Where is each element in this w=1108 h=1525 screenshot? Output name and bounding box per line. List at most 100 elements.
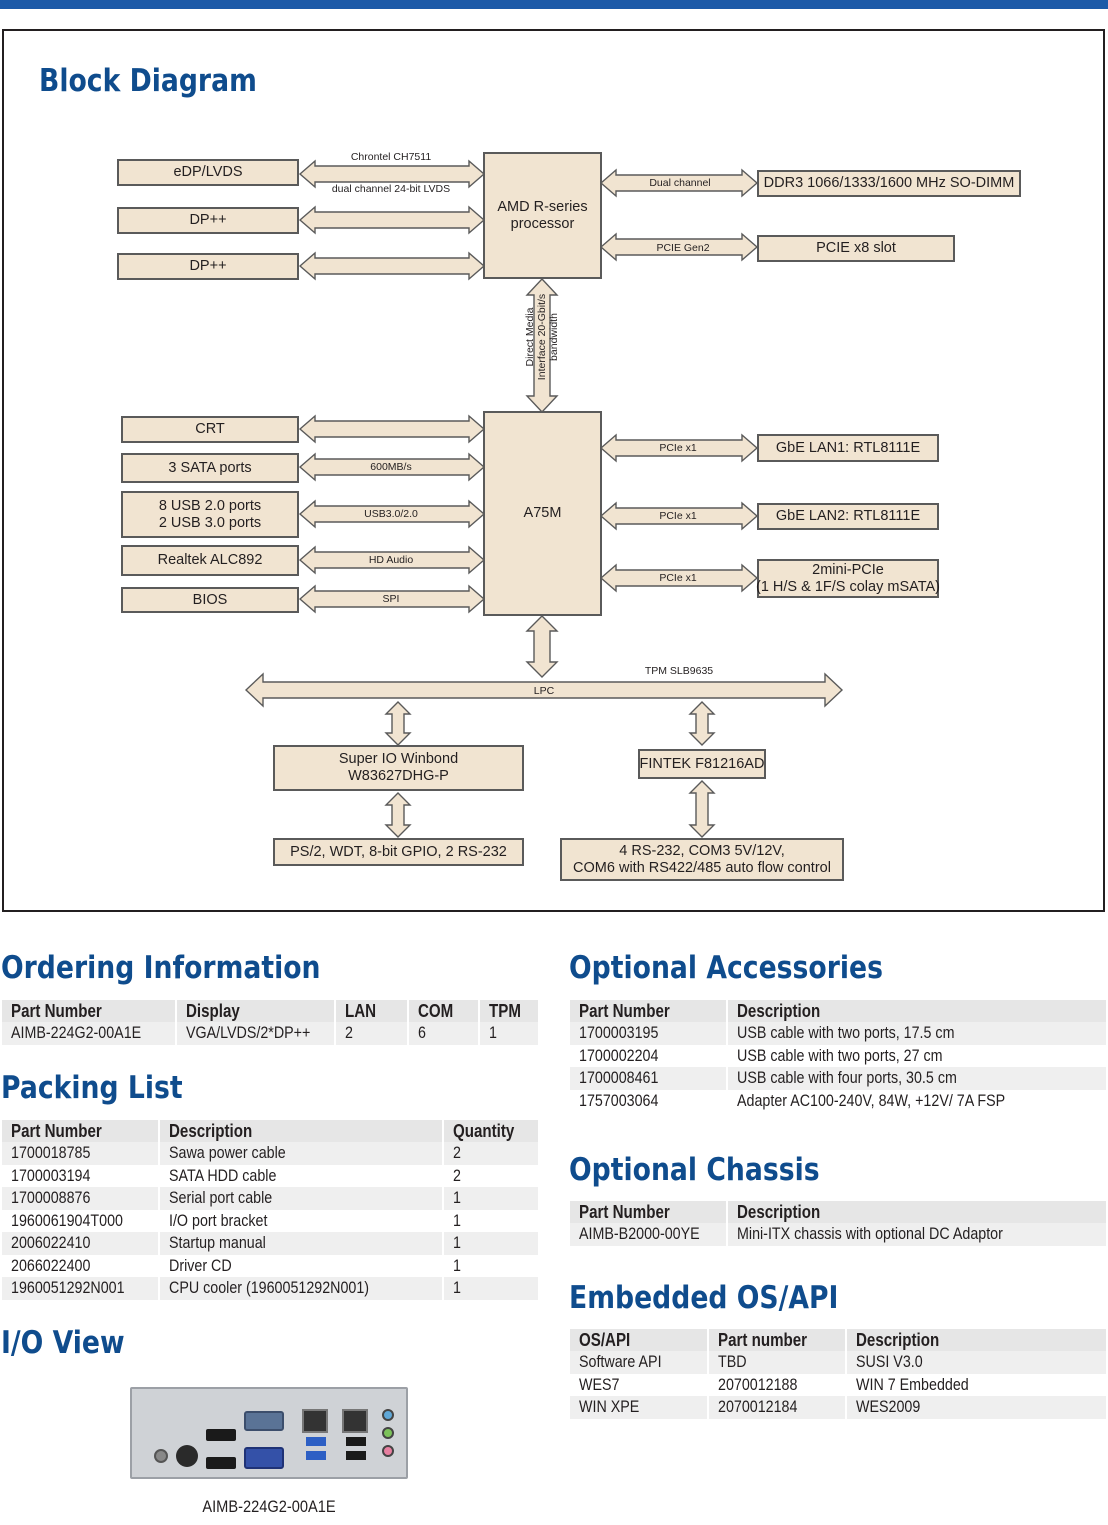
- arrow-lpc-bus: [244, 672, 844, 708]
- ordering-title: Ordering Information: [1, 950, 321, 986]
- block-dp-1: DP++: [117, 207, 299, 234]
- block-diagram-title: Block Diagram: [39, 63, 257, 99]
- label-dual-channel: Dual channel: [649, 177, 711, 189]
- packing-header-row: Part Number Description Quantity: [2, 1120, 538, 1142]
- arrow-chipset-lpc: [525, 615, 559, 678]
- block-pcie-slot: PCIE x8 slot: [757, 235, 955, 262]
- io-view-title: I/O View: [1, 1325, 125, 1361]
- label-lpc: LPC: [533, 685, 555, 697]
- vga-port-icon: [244, 1447, 284, 1469]
- cpu-subtitle: processor: [510, 215, 575, 232]
- chassis-title: Optional Chassis: [569, 1152, 820, 1188]
- usb-line-1: 8 USB 2.0 ports: [158, 497, 262, 514]
- lan-port-icon: [342, 1409, 368, 1433]
- label-pcie-gen2: PCIE Gen2: [656, 242, 710, 254]
- ordering-header-row: Part Number Display LAN COM TPM: [2, 1000, 538, 1022]
- minipcie-line-1: 2mini-PCIe: [812, 561, 884, 578]
- os-api-header-part: Part number: [707, 1329, 846, 1351]
- block-dp-2: DP++: [117, 253, 299, 280]
- block-diagram-frame: [2, 29, 1105, 912]
- label-pcie-x1-minipcie: PCIe x1: [659, 572, 697, 584]
- io-view-caption: AIMB-224G2-00A1E: [202, 1497, 336, 1516]
- block-lan1: GbE LAN1: RTL8111E: [757, 434, 939, 462]
- audio-line-out-icon: [382, 1427, 394, 1439]
- block-edp-lvds: eDP/LVDS: [117, 159, 299, 186]
- audio-line-in-icon: [382, 1409, 394, 1421]
- packing-header-description: Description: [158, 1120, 443, 1142]
- dmi-line-2: Interface 20-Gbit/s: [536, 293, 548, 381]
- packing-title: Packing List: [1, 1070, 183, 1106]
- label-spi: SPI: [382, 593, 400, 605]
- label-pcie-x1-lan2: PCIe x1: [659, 510, 697, 522]
- chassis-header-row: Part Number Description: [570, 1201, 1106, 1223]
- superio-line-2: W83627DHG-P: [348, 768, 449, 784]
- accessories-header-row: Part Number Description: [570, 1000, 1106, 1022]
- block-ddr3: DDR3 1066/1333/1600 MHz SO-DIMM: [757, 170, 1021, 197]
- ordering-header-tpm: TPM: [478, 1000, 538, 1022]
- label-lvds: dual channel 24-bit LVDS: [331, 183, 451, 195]
- superio-line-1: Super IO Winbond: [338, 751, 459, 767]
- dp-port-icon: [206, 1429, 236, 1441]
- top-accent-bar: [0, 0, 1108, 9]
- chassis-header-description: Description: [726, 1201, 1106, 1223]
- block-superio: Super IO Winbond W83627DHG-P: [273, 745, 524, 791]
- audio-mic-icon: [382, 1445, 394, 1457]
- usb2-port-icon: [346, 1437, 366, 1446]
- label-sata-speed: 600MB/s: [370, 461, 412, 473]
- dp-port-icon: [206, 1457, 236, 1469]
- label-pcie-x1-lan1: PCIe x1: [659, 442, 697, 454]
- os-api-header-os: OS/API: [570, 1329, 708, 1351]
- usb3-port-icon: [306, 1437, 326, 1446]
- block-lan2: GbE LAN2: RTL8111E: [757, 503, 939, 530]
- dc-jack-icon: [154, 1449, 168, 1463]
- arrow-crt: [298, 414, 486, 444]
- block-rs232: 4 RS-232, COM3 5V/12V, COM6 with RS422/4…: [560, 838, 844, 881]
- packing-table: Part Number Description Quantity 1700018…: [2, 1120, 538, 1300]
- arrow-superio-ps2: [384, 792, 412, 838]
- label-chrontel: Chrontel CH7511: [350, 151, 432, 163]
- ps2-port-icon: [176, 1445, 198, 1467]
- accessories-title: Optional Accessories: [569, 950, 883, 986]
- table-row: AIMB-224G2-00A1E VGA/LVDS/2*DP++ 2 6 1: [2, 1022, 538, 1045]
- ordering-header-display: Display: [174, 1000, 336, 1022]
- arrow-fintek-rs232: [688, 780, 716, 838]
- minipcie-line-2: (1 H/S & 1F/S colay mSATA): [756, 578, 940, 595]
- ordering-header-lan: LAN: [334, 1000, 409, 1022]
- dmi-line-1: Direct Media: [524, 307, 536, 367]
- os-api-header-description: Description: [845, 1329, 1106, 1351]
- accessories-header-part: Part Number: [570, 1000, 727, 1022]
- accessories-header-description: Description: [726, 1000, 1106, 1022]
- rs232-line-1: 4 RS-232, COM3 5V/12V,: [619, 842, 785, 859]
- block-minipcie: 2mini-PCIe (1 H/S & 1F/S colay mSATA): [756, 559, 940, 598]
- os-api-header-row: OS/API Part number Description: [570, 1329, 1106, 1351]
- ordering-header-part: Part Number: [2, 1000, 176, 1022]
- arrow-lpc-superio: [384, 701, 412, 746]
- block-fintek: FINTEK F81216AD: [638, 749, 766, 779]
- os-api-table: OS/API Part number Description Software …: [570, 1329, 1106, 1419]
- block-cpu: AMD R-series processor: [483, 152, 602, 279]
- com-port-icon: [244, 1411, 284, 1431]
- block-audio: Realtek ALC892: [121, 545, 299, 576]
- block-sata: 3 SATA ports: [121, 453, 299, 483]
- ordering-header-com: COM: [407, 1000, 480, 1022]
- arrow-dp1: [298, 205, 486, 235]
- ordering-table: Part Number Display LAN COM TPM AIMB-224…: [2, 1000, 538, 1045]
- block-crt: CRT: [121, 416, 299, 443]
- os-api-title: Embedded OS/API: [569, 1280, 839, 1316]
- lan-port-icon: [302, 1409, 328, 1433]
- usb-line-2: 2 USB 3.0 ports: [158, 514, 262, 531]
- block-bios: BIOS: [121, 587, 299, 613]
- arrow-lpc-fintek: [688, 701, 716, 746]
- usb3-port-icon: [306, 1451, 326, 1460]
